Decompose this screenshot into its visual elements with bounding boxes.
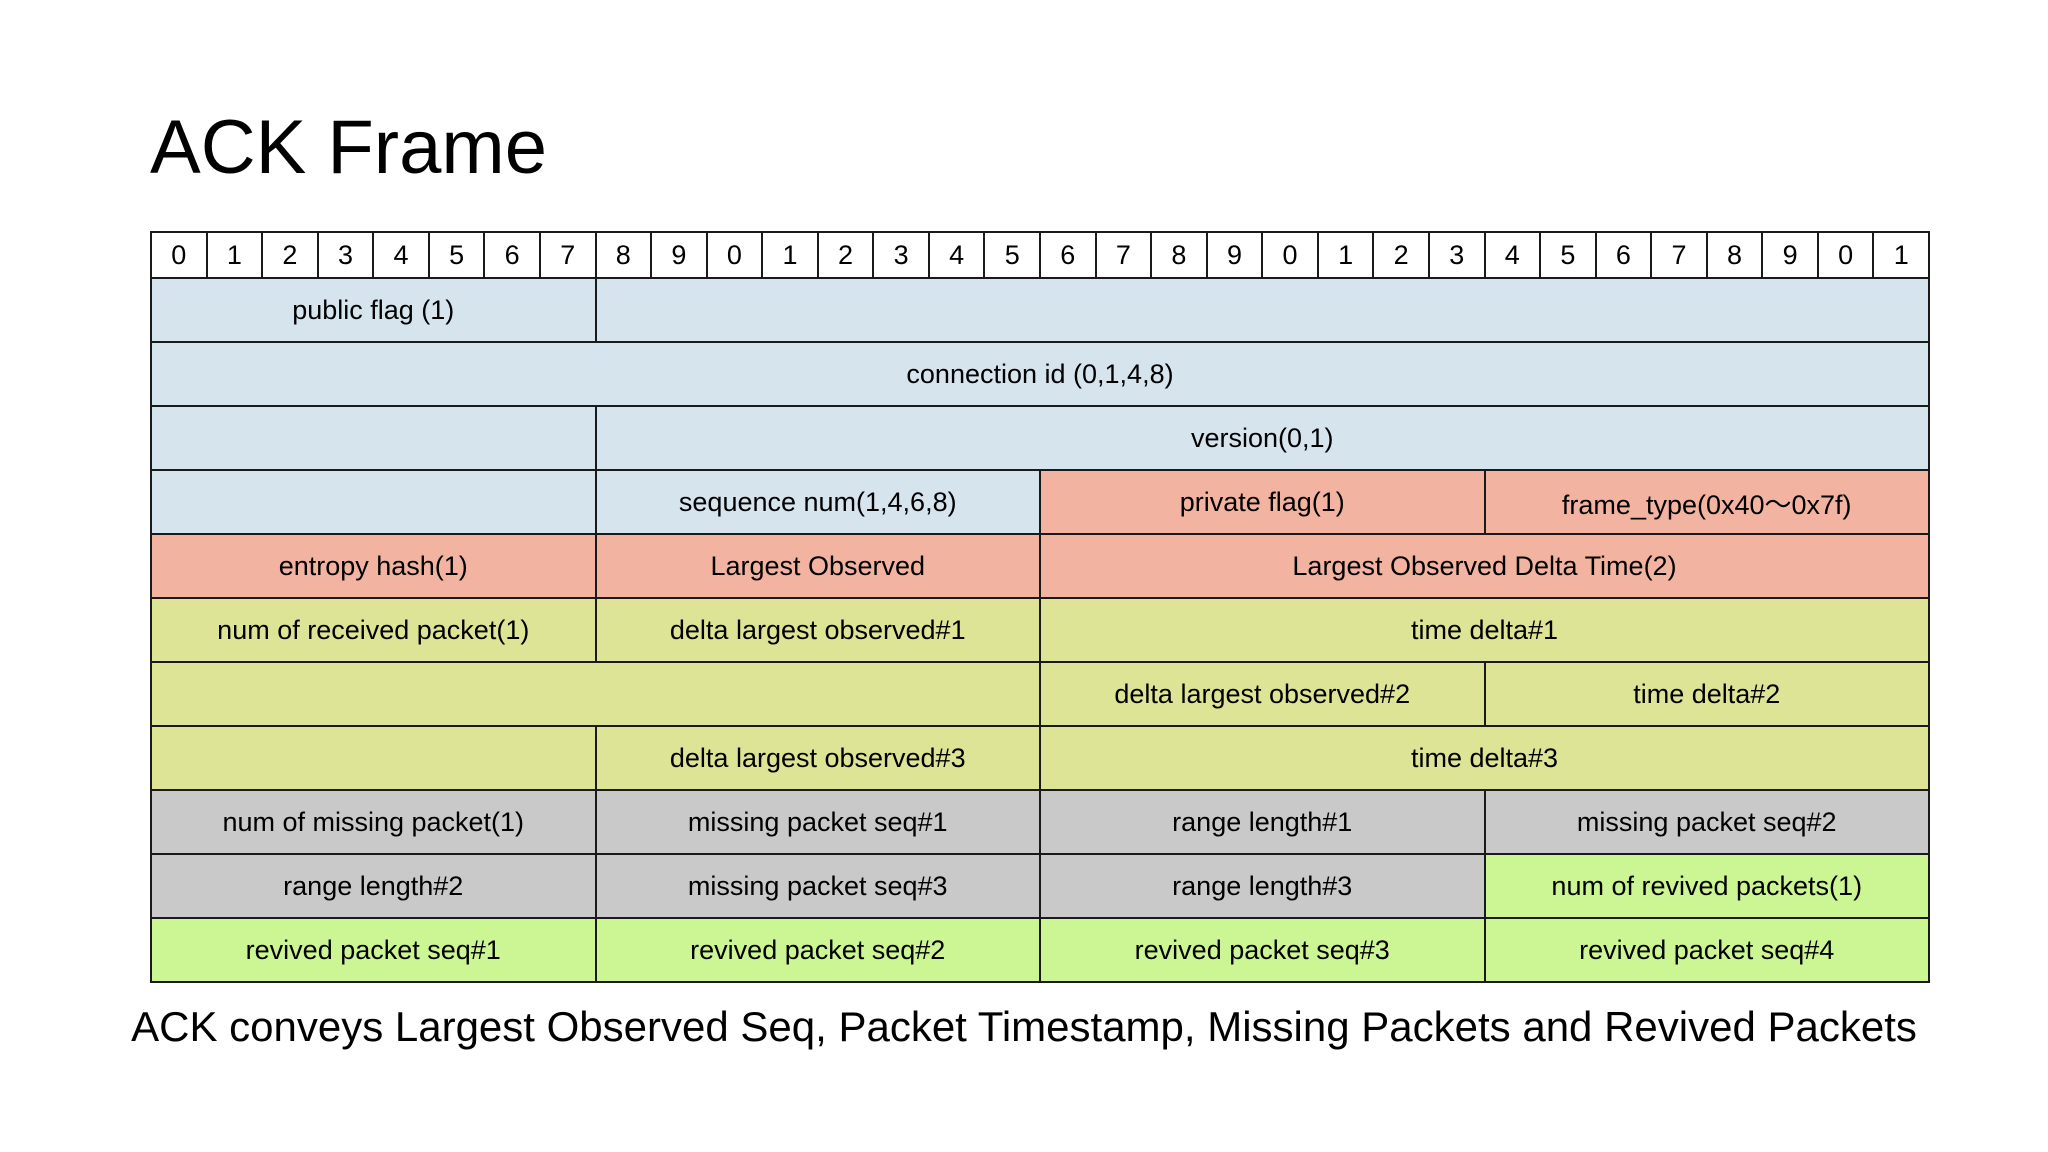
frame-field-cell: range length#2 (150, 853, 597, 919)
bit-ruler-cell: 8 (594, 231, 653, 279)
frame-field-cell: time delta#1 (1039, 597, 1930, 663)
bit-ruler-cell: 0 (150, 231, 208, 279)
frame-field-cell: delta largest observed#1 (594, 597, 1041, 663)
frame-field-cell: missing packet seq#3 (594, 853, 1041, 919)
frame-field-cell (150, 405, 597, 471)
bit-ruler-cell: 2 (1372, 231, 1430, 279)
bit-ruler-cell: 5 (427, 231, 486, 279)
bit-ruler-cell: 1 (761, 231, 819, 279)
bit-ruler-cell: 9 (650, 231, 708, 279)
frame-field-cell: num of missing packet(1) (150, 789, 597, 855)
frame-field-cell: frame_type(0x40～0x7f) (1483, 469, 1930, 535)
frame-field-cell (150, 661, 1041, 727)
frame-field-cell: num of received packet(1) (150, 597, 597, 663)
sequence-number-row: sequence num(1,4,6,8)private flag(1)fram… (150, 469, 1930, 535)
bit-ruler-cell: 2 (261, 231, 319, 279)
frame-field-cell: revived packet seq#1 (150, 917, 597, 983)
bit-ruler-cell: 4 (372, 231, 430, 279)
frame-field-cell (150, 469, 597, 535)
bit-ruler-cell: 7 (538, 231, 597, 279)
bit-ruler-cell: 0 (1816, 231, 1875, 279)
frame-field-cell: delta largest observed#2 (1039, 661, 1486, 727)
bit-ruler-cell: 9 (1761, 231, 1819, 279)
bit-ruler-cell: 1 (205, 231, 264, 279)
frame-field-cell: num of revived packets(1) (1483, 853, 1930, 919)
bit-ruler-cell: 7 (1650, 231, 1708, 279)
frame-field-cell: revived packet seq#2 (594, 917, 1041, 983)
version-row: version(0,1) (150, 405, 1930, 471)
frame-field-cell: Largest Observed (594, 533, 1041, 599)
frame-field-cell: sequence num(1,4,6,8) (594, 469, 1041, 535)
bit-ruler-cell: 5 (1539, 231, 1597, 279)
frame-field-cell: Largest Observed Delta Time(2) (1039, 533, 1930, 599)
frame-field-cell: revived packet seq#4 (1483, 917, 1930, 983)
bit-ruler-cell: 1 (1872, 231, 1930, 279)
frame-field-cell: missing packet seq#1 (594, 789, 1041, 855)
diagram-caption: ACK conveys Largest Observed Seq, Packet… (131, 1003, 1917, 1050)
page-title: ACK Frame (150, 105, 547, 190)
public-flag-row: public flag (1) (150, 277, 1930, 343)
frame-field-cell: version(0,1) (594, 405, 1930, 471)
bit-ruler-cell: 6 (1039, 231, 1097, 279)
bit-ruler-cell: 5 (983, 231, 1041, 279)
frame-field-cell (594, 277, 1930, 343)
bit-ruler-cell: 0 (705, 231, 764, 279)
bit-ruler-cell: 8 (1150, 231, 1208, 279)
frame-field-cell: private flag(1) (1039, 469, 1486, 535)
frame-field-cell: missing packet seq#2 (1483, 789, 1930, 855)
bit-ruler-cell: 3 (316, 231, 375, 279)
bit-ruler-cell: 7 (1094, 231, 1153, 279)
frame-field-cell: public flag (1) (150, 277, 597, 343)
frame-field-cell: entropy hash(1) (150, 533, 597, 599)
frame-field-cell: connection id (0,1,4,8) (150, 341, 1930, 407)
frame-field-cell: time delta#2 (1483, 661, 1930, 727)
bit-ruler-cell: 0 (1261, 231, 1319, 279)
bit-ruler-cell: 3 (1427, 231, 1486, 279)
missing-packet-row-1: num of missing packet(1)missing packet s… (150, 789, 1930, 855)
bit-ruler-cell: 4 (927, 231, 986, 279)
frame-field-cell: delta largest observed#3 (594, 725, 1041, 791)
bit-ruler-cell: 2 (816, 231, 875, 279)
bit-ruler-cell: 4 (1483, 231, 1542, 279)
bit-ruler-cell: 1 (1316, 231, 1375, 279)
bit-ruler-cell: 3 (872, 231, 930, 279)
frame-field-cell (150, 725, 597, 791)
connection-id-row: connection id (0,1,4,8) (150, 341, 1930, 407)
frame-field-cell: time delta#3 (1039, 725, 1930, 791)
bit-ruler-cell: 8 (1705, 231, 1764, 279)
frame-field-cell: range length#1 (1039, 789, 1486, 855)
bit-ruler-cell: 9 (1205, 231, 1264, 279)
bit-ruler-cell: 6 (483, 231, 541, 279)
bit-ruler-cell: 6 (1594, 231, 1653, 279)
received-packet-row: num of received packet(1)delta largest o… (150, 597, 1930, 663)
frame-field-cell: revived packet seq#3 (1039, 917, 1486, 983)
frame-field-cell: range length#3 (1039, 853, 1486, 919)
